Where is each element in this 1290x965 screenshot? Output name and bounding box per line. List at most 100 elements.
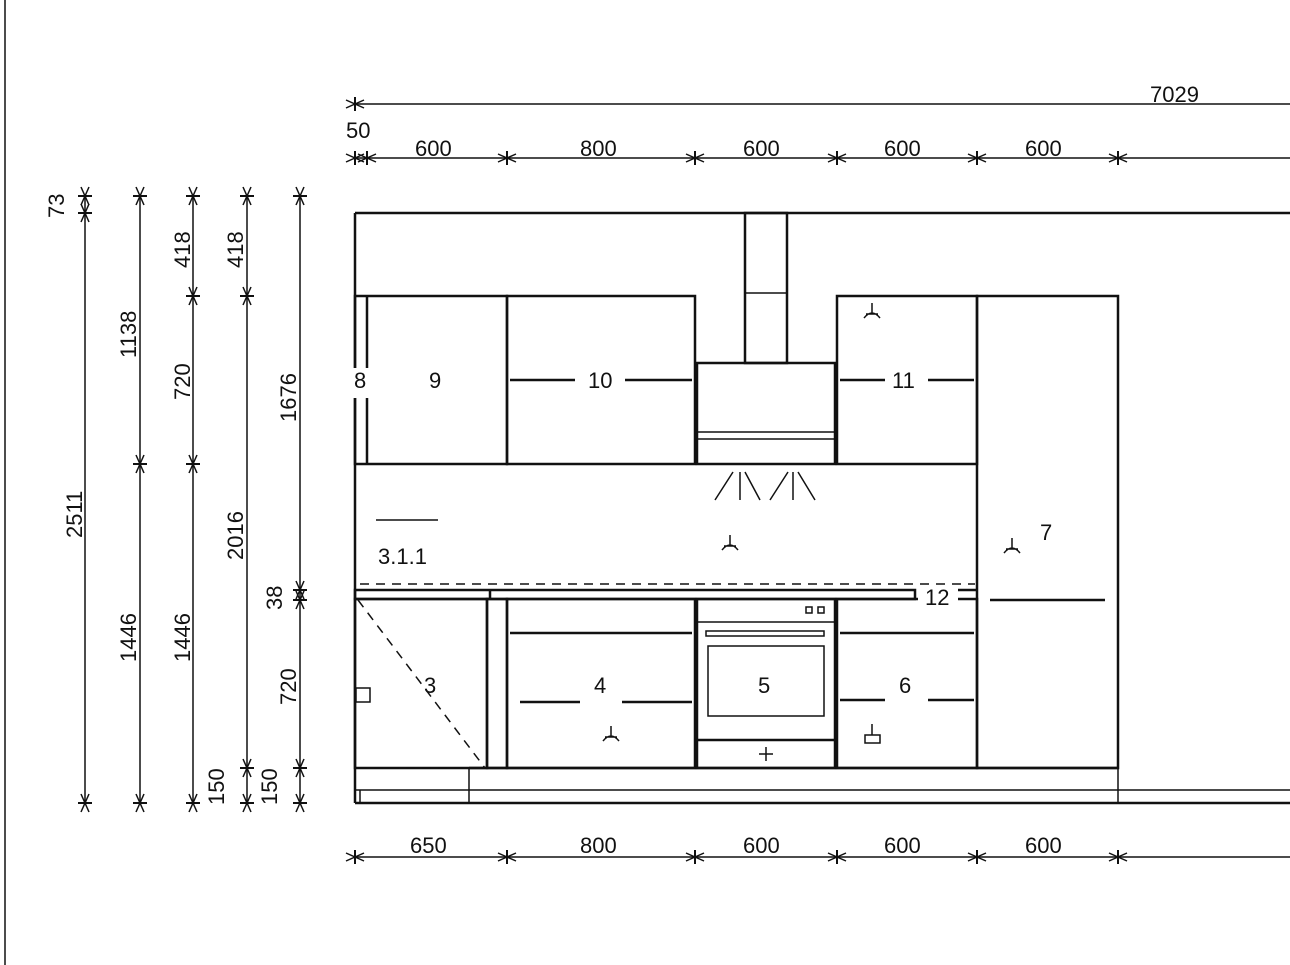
dimension-line <box>188 286 194 297</box>
dimension-line <box>84 186 90 197</box>
dimension-line <box>694 856 705 862</box>
dim-bottom-4: 600 <box>1025 833 1062 858</box>
dim-bottom-3: 600 <box>884 833 921 858</box>
dim-total-width: 7029 <box>1150 82 1199 107</box>
left-dimension-labels: 73 2511 1138 1446 418 720 1446 150 418 2… <box>44 194 301 805</box>
dimension-line <box>694 852 705 858</box>
dimension-line <box>139 186 145 197</box>
dimension-line <box>685 852 696 858</box>
dimension-line <box>497 856 508 862</box>
dimension-line <box>295 758 301 769</box>
dimension-line <box>188 186 194 197</box>
dimension-line <box>192 195 198 206</box>
dimension-line <box>188 195 194 206</box>
dimension-line <box>246 767 252 778</box>
dimension-line <box>357 153 368 159</box>
dimension-line <box>827 153 838 159</box>
unit-label-8: 8 <box>354 368 366 393</box>
dimension-line <box>366 157 377 163</box>
dimension-line <box>192 295 198 306</box>
dimension-line <box>192 454 198 465</box>
dimension-line <box>135 793 141 804</box>
tall-cabinet-7 <box>975 294 1120 770</box>
base-cabinet-6 <box>835 597 979 770</box>
dimension-line <box>354 856 365 862</box>
dim-left: 1446 <box>116 613 141 662</box>
dimension-line <box>84 802 90 813</box>
unit-labels: 8 9 10 11 7 3.1.1 12 3 4 5 6 <box>353 368 1052 698</box>
dimension-line <box>497 157 508 163</box>
dimension-line <box>299 793 305 804</box>
dimension-line <box>135 463 141 474</box>
dimension-line <box>84 195 90 206</box>
dimension-line <box>80 186 86 197</box>
dimension-line <box>246 802 252 813</box>
socket-icon <box>1003 538 1021 554</box>
dimension-line <box>299 186 305 197</box>
dimension-line <box>345 153 356 159</box>
dimension-line <box>299 599 305 610</box>
dimension-line <box>967 157 978 163</box>
base-cabinet-4 <box>505 597 697 770</box>
dimension-line <box>967 856 978 862</box>
dimension-line <box>242 802 248 813</box>
dimension-line <box>80 793 86 804</box>
dimension-line <box>188 454 194 465</box>
countertop <box>353 588 917 601</box>
dimension-line <box>506 153 517 159</box>
unit-label-9: 9 <box>429 368 441 393</box>
dimension-line <box>345 856 356 862</box>
dimension-line <box>295 599 301 610</box>
dimension-line <box>357 157 368 163</box>
dimension-line <box>80 212 86 223</box>
dimension-line <box>242 295 248 306</box>
dimension-line <box>345 852 356 858</box>
unit-label-10: 10 <box>588 368 612 393</box>
unit-label-4: 4 <box>594 673 606 698</box>
dimension-line <box>299 802 305 813</box>
dimension-line <box>354 99 365 105</box>
dimension-line <box>80 802 86 813</box>
range-hood <box>695 211 837 501</box>
dimension-line <box>1108 157 1119 163</box>
dimension-line <box>246 793 252 804</box>
unit-label-6: 6 <box>899 673 911 698</box>
dimension-line <box>836 157 847 163</box>
dim-left: 720 <box>170 363 195 400</box>
dimension-line <box>354 157 365 163</box>
unit-label-3-1-1: 3.1.1 <box>378 544 427 569</box>
dimension-line <box>192 286 198 297</box>
dim-left: 150 <box>204 768 229 805</box>
dimension-line <box>506 852 517 858</box>
dimension-line <box>84 793 90 804</box>
dimension-line <box>685 856 696 862</box>
dimension-line <box>295 580 301 591</box>
dimension-line <box>139 454 145 465</box>
dimension-line <box>345 103 356 109</box>
dimension-line <box>188 793 194 804</box>
dimension-line <box>836 852 847 858</box>
dimension-line <box>192 793 198 804</box>
dimension-line <box>188 295 194 306</box>
dim-bottom-0: 650 <box>410 833 447 858</box>
dimension-line <box>836 856 847 862</box>
socket-icon <box>602 726 620 742</box>
dimension-line <box>135 454 141 465</box>
dim-top-4: 600 <box>884 136 921 161</box>
dimension-line <box>1117 153 1128 159</box>
dim-left: 38 <box>262 586 287 610</box>
dimension-line <box>135 186 141 197</box>
connection-icon <box>864 724 881 744</box>
dimension-line <box>836 153 847 159</box>
dim-left: 1676 <box>276 373 301 422</box>
dimension-line <box>246 295 252 306</box>
dimension-line <box>135 195 141 206</box>
dimension-line <box>354 852 365 858</box>
dimension-line <box>506 157 517 163</box>
dimension-line <box>80 203 86 214</box>
dimension-line <box>295 793 301 804</box>
dimension-line <box>1117 157 1128 163</box>
unit-label-3: 3 <box>424 673 436 698</box>
dimension-line <box>354 103 365 109</box>
